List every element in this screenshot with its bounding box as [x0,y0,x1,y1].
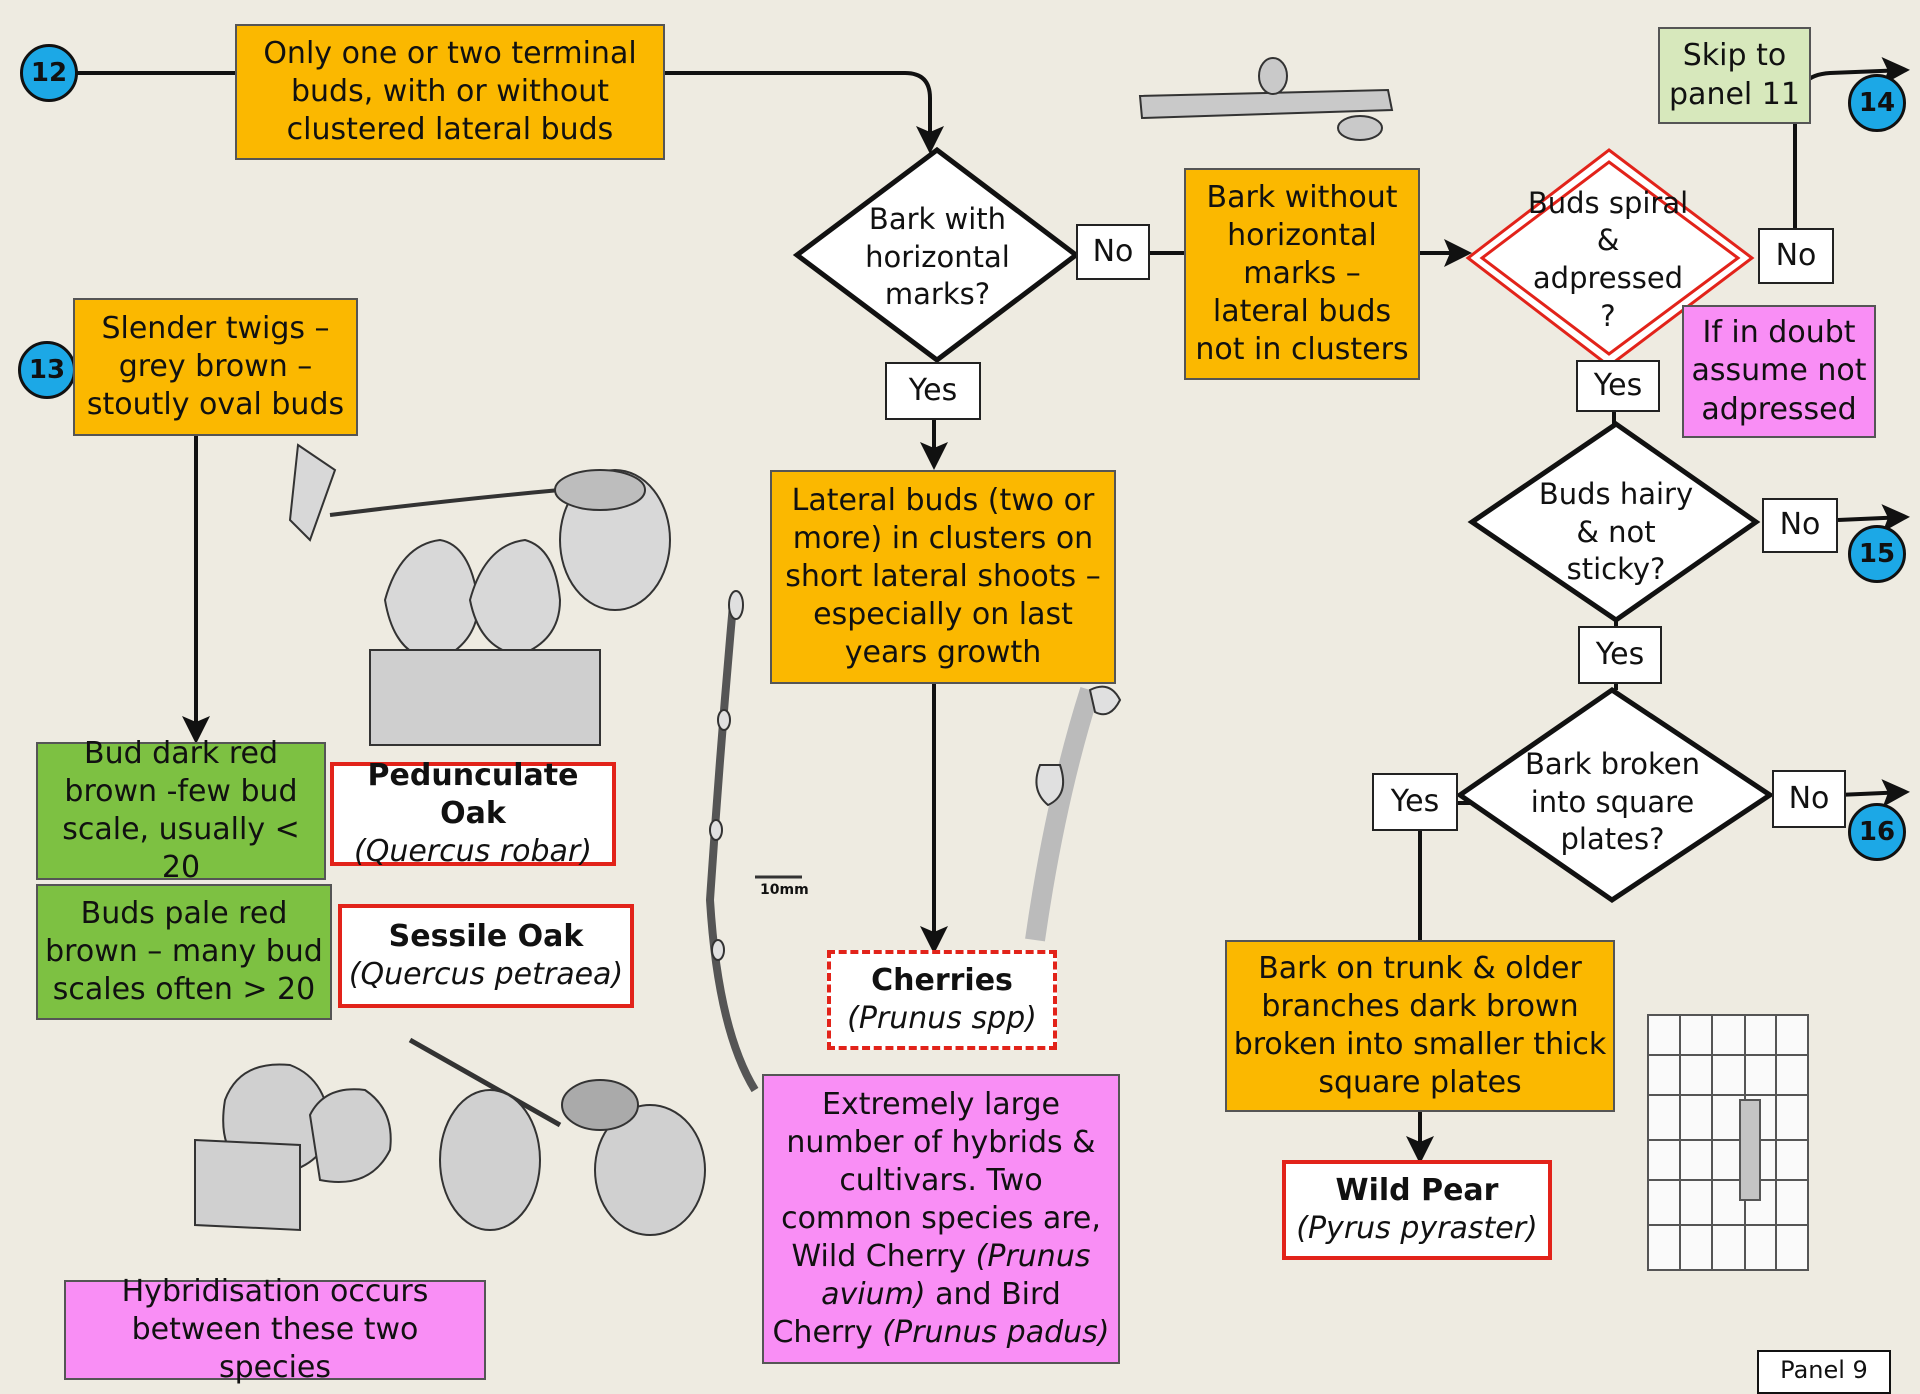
scale-bar-label: 10mm [760,882,809,898]
decision-diamond-buds-spiral [1465,148,1755,368]
box-only-one-two-terminal-buds: Only one or two terminal buds, with or w… [235,24,665,160]
species-pedunculate-oak: Pedunculate Oak (Quercus robar) [330,758,616,869]
connector-15[interactable]: 15 [1848,525,1906,583]
label-yes-square: Yes [1372,773,1458,831]
species-name: Wild Pear [1335,1172,1499,1208]
oak-sketch-lower [194,1037,706,1236]
twig-sketch-top [1138,57,1394,141]
species-name: Pedunculate Oak [367,757,579,831]
connector-16[interactable]: 16 [1848,803,1906,861]
connector-12[interactable]: 12 [20,44,78,102]
species-latin: (Quercus petraea) [348,957,624,992]
connector-14[interactable]: 14 [1848,74,1906,132]
label-no-bark: No [1076,224,1150,280]
species-latin: (Quercus robar) [354,834,592,870]
bark-sketch [1647,1014,1809,1271]
label-yes-bark: Yes [885,362,981,420]
species-name: Sessile Oak [388,918,584,954]
box-bark-without-horizontal: Bark without horizontal marks – lateral … [1184,168,1420,380]
panel-label: Panel 9 [1757,1350,1891,1394]
label-no-hairy: No [1762,498,1838,553]
decision-text-bark-horizontal: Bark with horizontal marks? [865,201,1010,312]
box-bark-on-trunk: Bark on trunk & older branches dark brow… [1225,940,1615,1112]
label-no-spiral: No [1758,228,1834,284]
species-latin: (Pyrus pyraster) [1296,1211,1538,1246]
hybrids-text-2: and Bird Cherry [772,1277,1061,1351]
label-no-square: No [1772,770,1846,828]
decision-text-buds-hairy: Buds hairy & not sticky? [1538,476,1694,587]
label-yes-hairy: Yes [1578,626,1662,684]
species-name: Cherries [871,962,1013,998]
decision-text-buds-spiral: Buds spiral & adpressed ? [1527,185,1689,333]
decision-diamond-buds-hairy [1467,420,1761,624]
box-hybridisation: Hybridisation occurs between these two s… [64,1274,486,1385]
species-cherries: Cherries (Prunus spp) [827,950,1057,1050]
label-yes-spiral: Yes [1576,360,1660,412]
cherry-twig-sketch [705,590,1122,1093]
species-latin: (Prunus spp) [847,1001,1037,1036]
box-buds-pale-red: Buds pale red brown – many bud scales of… [36,884,332,1020]
decision-diamond-bark-horizontal [792,146,1081,364]
box-if-in-doubt: If in doubt assume not adpressed [1682,305,1876,438]
box-slender-twigs: Slender twigs – grey brown – stoutly ova… [73,298,358,436]
species-wild-pear: Wild Pear (Pyrus pyraster) [1282,1160,1552,1260]
decision-text-bark-square: Bark broken into square plates? [1524,746,1701,857]
species-sessile-oak: Sessile Oak (Quercus petraea) [338,904,634,1008]
box-lateral-buds-clusters: Lateral buds (two or more) in clusters o… [770,470,1116,684]
connector-13[interactable]: 13 [18,341,76,399]
hybrids-latin-avium: (Prunus avium) [821,1239,1091,1313]
box-hybrids-cultivars: Extremely large number of hybrids & cult… [762,1074,1120,1364]
oak-sketch-upper [288,443,671,746]
box-bud-dark-red: Bud dark red brown -few bud scale, usual… [36,736,326,885]
decision-diamond-bark-square [1455,686,1775,904]
hybrids-latin-padus: (Prunus padus) [882,1315,1110,1351]
box-skip-to-panel-11[interactable]: Skip to panel 11 [1658,27,1811,124]
hybrids-text-1: Extremely large number of hybrids & cult… [781,1086,1101,1275]
